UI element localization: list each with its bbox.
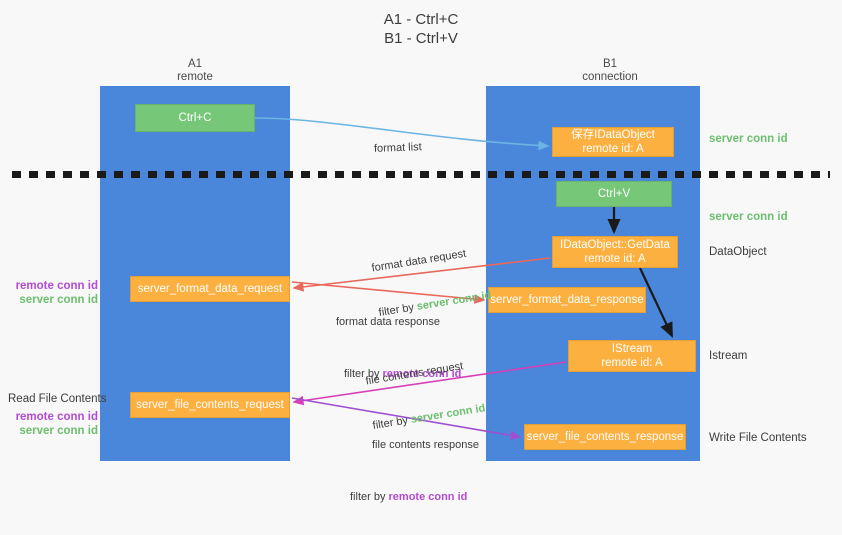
node-idataobject-label: 保存IDataObject <box>571 129 655 141</box>
node-ctrl-v[interactable]: Ctrl+V <box>556 181 672 207</box>
label-istream: Istream <box>709 350 748 362</box>
column-header-b1: B1 connection <box>582 58 638 83</box>
flow-label-format-data-request-line1: format data request <box>370 247 467 275</box>
flow-label-format-list: format list <box>373 110 423 187</box>
flow-label-format-data-response-line1: format data response <box>336 316 440 328</box>
label-read-file-contents: Read File Contents <box>8 393 107 405</box>
node-idataobject[interactable]: 保存IDataObject remote id: A <box>552 127 674 157</box>
label-remote-conn-id-1: remote conn id <box>15 280 98 292</box>
page-title: A1 - Ctrl+C B1 - Ctrl+V <box>383 11 459 47</box>
filter-token-remote-1: remote conn id <box>382 368 462 380</box>
column-header-a1: A1 remote <box>177 58 213 83</box>
flow-label-format-data-response-line2: filter by remote conn id <box>344 367 461 382</box>
label-dataobject: DataObject <box>709 246 767 258</box>
node-istream[interactable]: IStream remote id: A <box>568 340 696 372</box>
node-istream-sub: remote id: A <box>601 357 663 369</box>
flow-label-file-contents-response: file contents response filter by remote … <box>350 408 479 535</box>
label-left-conn-ids-1: remote conn id server conn id <box>10 279 98 307</box>
dashed-divider <box>12 171 830 178</box>
label-write-file-contents: Write File Contents <box>709 432 807 444</box>
label-remote-conn-id-2: remote conn id <box>15 411 98 423</box>
filter-by-prefix-4: filter by <box>350 491 389 503</box>
node-ctrl-c[interactable]: Ctrl+C <box>135 104 255 132</box>
label-server-conn-id-1: server conn id <box>709 133 788 145</box>
node-server-format-data-request-label: server_format_data_request <box>137 283 283 295</box>
filter-by-prefix-2: filter by <box>344 368 383 380</box>
node-ctrl-c-label: Ctrl+C <box>178 112 212 124</box>
label-server-conn-id-left-1: server conn id <box>19 294 98 306</box>
label-left-conn-ids-2: remote conn id server conn id <box>10 410 98 438</box>
node-server-file-contents-request[interactable]: server_file_contents_request <box>130 392 290 418</box>
node-server-format-data-request[interactable]: server_format_data_request <box>130 276 290 302</box>
node-server-file-contents-request-label: server_file_contents_request <box>136 399 284 411</box>
filter-token-remote-2: remote conn id <box>388 491 468 503</box>
node-istream-label: IStream <box>611 343 653 355</box>
node-getdata[interactable]: IDataObject::GetData remote id: A <box>552 236 678 268</box>
node-server-format-data-response-label: server_format_data_response <box>490 294 644 306</box>
node-server-file-contents-response-label: server_file_contents_response <box>526 431 684 443</box>
node-server-file-contents-response[interactable]: server_file_contents_response <box>524 424 686 450</box>
node-idataobject-sub: remote id: A <box>582 143 644 155</box>
label-server-conn-id-left-2: server conn id <box>19 425 98 437</box>
node-server-format-data-response[interactable]: server_format_data_response <box>488 287 646 313</box>
label-server-conn-id-2: server conn id <box>709 211 788 223</box>
flow-label-file-contents-request-line1: file contents request <box>364 360 464 388</box>
flow-label-file-contents-response-line1: file contents response <box>372 439 480 451</box>
node-ctrl-v-label: Ctrl+V <box>597 188 631 200</box>
flow-label-file-contents-response-line2: filter by remote conn id <box>350 490 479 505</box>
node-getdata-label: IDataObject::GetData <box>560 239 670 251</box>
flow-label-format-list-line1: format list <box>373 141 422 155</box>
diagram-canvas: A1 - Ctrl+C B1 - Ctrl+V A1 remote B1 con… <box>8 11 830 503</box>
node-getdata-sub: remote id: A <box>584 253 646 265</box>
flow-label-format-data-response: format data response filter by remote co… <box>336 285 461 412</box>
